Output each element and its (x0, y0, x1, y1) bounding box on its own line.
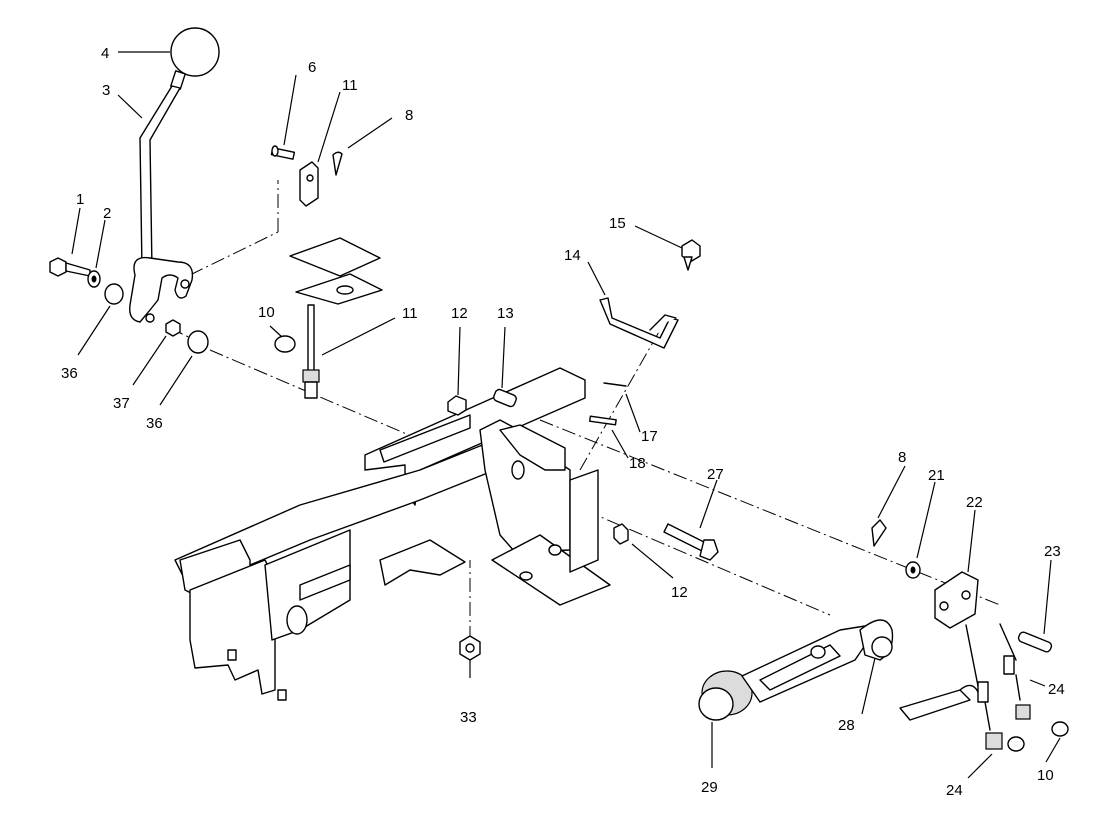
bolt-27 (663, 523, 719, 561)
cotter-pin-8-right (871, 519, 887, 547)
bolt-15 (681, 239, 701, 271)
callout-labels: 4 3 6 11 8 1 2 36 37 36 10 11 12 13 14 1… (61, 45, 1065, 799)
nut-37 (165, 319, 181, 337)
spacer-13 (493, 388, 517, 408)
callout-12-side: 12 (671, 584, 688, 601)
lever-arm-28 (741, 619, 894, 703)
callout-36-right: 36 (146, 415, 163, 432)
callout-2: 2 (103, 205, 111, 222)
callout-6: 6 (308, 59, 316, 76)
callout-27: 27 (707, 466, 724, 483)
callout-11-rod: 11 (402, 305, 418, 322)
shift-knob (170, 27, 220, 77)
pin-23 (1017, 631, 1053, 653)
bellcrank-22 (934, 571, 979, 629)
pin-17 (603, 382, 627, 387)
callout-21: 21 (928, 467, 945, 484)
callout-23: 23 (1044, 543, 1061, 560)
rod-24-upper (999, 623, 1031, 720)
callout-3: 3 (102, 82, 110, 99)
pin-18 (589, 415, 617, 426)
callout-4: 4 (101, 45, 109, 62)
nut-12-top (447, 395, 467, 416)
main-frame (174, 367, 611, 701)
callout-24-lower: 24 (946, 782, 963, 799)
callout-14: 14 (564, 247, 581, 264)
callout-8-top: 8 (405, 107, 413, 124)
bolt-1 (49, 257, 91, 277)
callout-8-right: 8 (898, 449, 906, 466)
callout-10-right: 10 (1037, 767, 1054, 784)
e-ring-10-top (274, 335, 296, 353)
callout-13: 13 (497, 305, 514, 322)
callout-11-top: 11 (342, 77, 358, 94)
callout-37: 37 (113, 395, 130, 412)
washer-36-right (187, 330, 209, 354)
clevis-11 (299, 161, 319, 207)
handle-grip-29 (698, 670, 753, 721)
nut-12-side (613, 523, 629, 545)
mount-plate (289, 237, 383, 305)
callout-15: 15 (609, 215, 626, 232)
callout-10-top: 10 (258, 304, 275, 321)
callout-17: 17 (641, 428, 658, 445)
washer-21 (905, 561, 921, 579)
cotter-pin-8 (332, 151, 343, 176)
callout-29: 29 (701, 779, 718, 796)
callout-28: 28 (838, 717, 855, 734)
washer-36-left (104, 283, 124, 305)
callout-18: 18 (629, 455, 646, 472)
rod-24-lower (965, 624, 1003, 750)
callout-12-top: 12 (451, 305, 468, 322)
clevis-pin-6 (270, 145, 296, 160)
threaded-rod-11 (302, 304, 320, 399)
callout-1: 1 (76, 191, 84, 208)
nut-33 (459, 635, 481, 661)
leader-lines (71, 51, 1061, 779)
washer-2 (87, 270, 101, 288)
e-ring-10-right (1007, 721, 1069, 752)
shift-lever (129, 70, 194, 323)
bracket-14 (599, 297, 679, 349)
callout-22: 22 (966, 494, 983, 511)
callout-36-left: 36 (61, 365, 78, 382)
callout-33: 33 (460, 709, 477, 726)
plate-lower-right (899, 684, 979, 721)
callout-24-upper: 24 (1048, 681, 1065, 698)
